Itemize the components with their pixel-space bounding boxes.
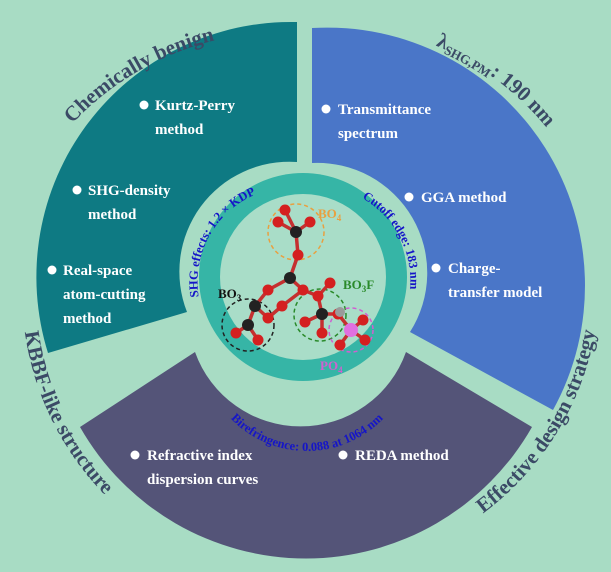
po4-label: PO4 xyxy=(320,358,343,375)
list-chemically-benign: Kurtz-Perry method SHG-density method Re… xyxy=(47,98,235,327)
molecule-structure: BO4 BO3 BO3F PO4 xyxy=(218,203,374,375)
bullet-icon xyxy=(404,192,414,202)
item-real-space-line3: method xyxy=(63,311,112,327)
bo3f-label: BO3F xyxy=(343,277,374,294)
item-kurtz-perry: Kurtz-Perry xyxy=(155,98,235,114)
item-shg-density-line2: method xyxy=(88,207,137,223)
item-kurtz-perry-line2: method xyxy=(155,122,204,138)
item-shg-density: SHG-density xyxy=(88,183,171,199)
list-cutoff: Transmittance spectrum GGA method Charge… xyxy=(321,102,542,301)
bullet-icon xyxy=(130,450,140,460)
po4-highlight xyxy=(328,307,374,353)
sector-chemically-benign xyxy=(36,21,297,353)
fluorine-atom xyxy=(335,307,345,317)
item-refractive-index: Refractive index xyxy=(147,448,253,464)
center-disc xyxy=(220,194,386,360)
item-transmittance: Transmittance xyxy=(338,102,431,118)
sector-effective-design xyxy=(80,352,532,559)
item-real-space-line2: atom-cutting xyxy=(63,287,146,303)
bullet-icon xyxy=(139,100,149,110)
item-charge-transfer-line2: transfer model xyxy=(448,285,542,301)
item-reda-method: REDA method xyxy=(355,448,449,464)
list-bottom: Refractive index dispersion curves REDA … xyxy=(130,448,449,488)
item-gga-method: GGA method xyxy=(421,190,507,206)
item-charge-transfer: Charge- xyxy=(448,261,501,277)
bullet-icon xyxy=(72,185,82,195)
bullet-icon xyxy=(321,104,331,114)
bullet-icon xyxy=(338,450,348,460)
item-transmittance-line2: spectrum xyxy=(338,126,398,142)
bo3-highlight xyxy=(221,298,275,352)
phosphorus-atom xyxy=(344,323,358,337)
bo3-label: BO3 xyxy=(218,286,242,303)
bullet-icon xyxy=(47,265,57,275)
bo4-label: BO4 xyxy=(318,206,342,223)
bo3f-highlight xyxy=(293,288,347,342)
item-real-space: Real-space xyxy=(63,263,132,279)
sector-cutoff xyxy=(312,27,585,411)
bullet-icon xyxy=(431,263,441,273)
item-refractive-index-line2: dispersion curves xyxy=(147,472,258,488)
